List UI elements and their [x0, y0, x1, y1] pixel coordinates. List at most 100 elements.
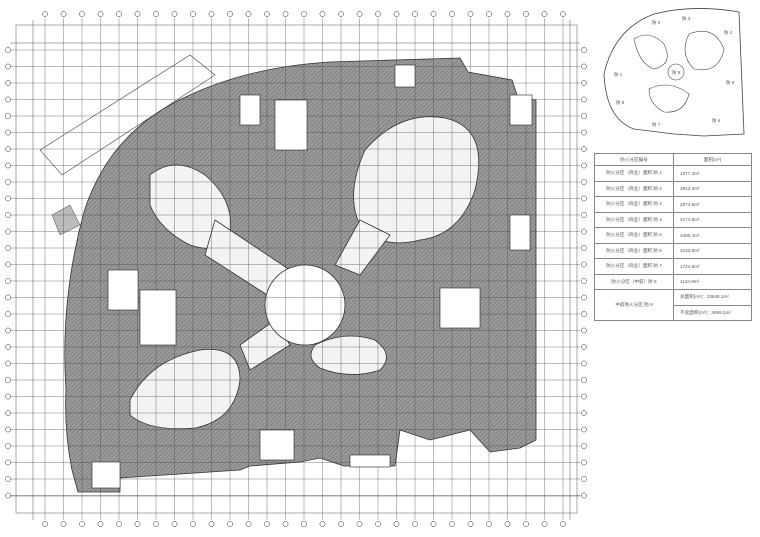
axis-bubble	[5, 492, 11, 499]
axis-bubble	[523, 11, 529, 17]
axis-bubble	[581, 261, 587, 268]
axis-bubble	[5, 294, 11, 301]
axis-bubble	[486, 521, 492, 527]
axis-bubble	[581, 245, 587, 251]
axis-bubble	[116, 521, 122, 527]
row-name: 防火分区（商业）面积 防 6	[593, 242, 675, 259]
row-name: 防火分区（商业）面积 防 5	[593, 227, 675, 244]
stair-cores	[91, 64, 533, 489]
axis-bubble	[467, 521, 474, 527]
table-row: 防火分区（商业）面积 防 7 1724.8m²	[593, 258, 752, 275]
row-area: 3174.8m²	[673, 211, 752, 228]
axis-bubble	[581, 162, 587, 169]
axis-bubble	[375, 11, 381, 17]
summary-other: 不含面积(m²)：3699.2m²	[673, 304, 752, 321]
axis-bubble	[449, 521, 455, 527]
axis-bubble	[5, 426, 11, 433]
summary-total: 总面积(m²)：23848.1m²	[673, 289, 752, 306]
axis-bubble	[171, 11, 178, 17]
axis-bubble	[79, 521, 85, 527]
axis-bubble	[581, 80, 587, 86]
axis-bubble	[467, 11, 474, 17]
axis-bubble	[375, 521, 381, 527]
axis-bubble	[581, 47, 587, 53]
axis-bubble	[5, 344, 11, 350]
axis-bubble	[560, 521, 566, 527]
axis-bubble	[581, 393, 587, 400]
key-map-label-5: 防 5	[726, 79, 735, 86]
axis-bubble	[5, 195, 11, 202]
axis-bubble	[264, 11, 270, 17]
table-header-area: 面积(m²)	[673, 153, 752, 166]
row-name: 防火分区（商业）面积 防 4	[593, 211, 675, 228]
structural-grid	[10, 18, 580, 520]
axis-bubble	[393, 11, 400, 17]
axis-bubble	[5, 278, 11, 284]
axis-bubble	[581, 278, 587, 284]
table-row: 防火分区（商业）面积 防 1 1377.4m²	[593, 165, 752, 182]
axis-bubble	[5, 443, 11, 449]
axis-bubble	[60, 11, 67, 17]
axis-bubble	[42, 11, 48, 17]
axis-bubble	[5, 311, 11, 317]
axis-bubble	[581, 410, 587, 416]
axis-bubble	[581, 228, 587, 235]
axis-bubble	[5, 129, 11, 136]
axis-bubble	[245, 11, 252, 17]
axis-bubble	[153, 521, 159, 527]
axis-bubble	[541, 11, 548, 17]
axis-bubble	[282, 11, 289, 17]
axis-bubble	[190, 11, 196, 17]
row-area: 3133.8m²	[673, 242, 752, 259]
row-area: 3813.3m²	[673, 180, 752, 197]
row-name: 防火分区（商业）面积 防 7	[593, 258, 675, 275]
row-area: 1724.8m²	[673, 258, 752, 275]
axis-bubble	[581, 426, 587, 433]
axis-bubble	[5, 360, 11, 367]
axis-bubble	[153, 11, 159, 17]
axis-bubble	[134, 11, 141, 17]
table-summary-row-2: 不含面积(m²)：3699.2m²	[595, 304, 752, 321]
axis-bubble	[581, 212, 587, 218]
row-name: 防火分区（商业）面积 防 3	[593, 196, 675, 213]
axis-bubble	[301, 11, 307, 17]
summary-name: 中庭防火分区 防 9	[593, 289, 675, 321]
axis-bubble	[581, 311, 587, 317]
table-row: 防火分区（商业）面积 防 2 3813.3m²	[593, 180, 752, 197]
row-area: 1377.4m²	[673, 165, 752, 182]
axis-bubble	[5, 410, 11, 416]
axis-bubble	[227, 11, 233, 17]
axis-bubble	[5, 245, 11, 251]
axis-bubble	[581, 179, 587, 185]
axis-bubble	[581, 96, 587, 103]
axis-bubble	[412, 11, 418, 17]
axis-bubble	[581, 344, 587, 350]
axis-bubble	[264, 521, 270, 527]
axis-bubble	[5, 476, 11, 482]
axis-bubble	[581, 443, 587, 449]
axis-bubble	[60, 521, 67, 527]
axis-bubble	[581, 492, 587, 499]
row-area: 1134.9m²	[673, 273, 752, 290]
axis-bubble	[5, 146, 11, 152]
key-map-label-3: 防 3	[682, 15, 691, 22]
row-area: 3490.4m²	[673, 227, 752, 244]
axis-bubble	[581, 459, 587, 466]
axis-bubble	[541, 521, 548, 527]
axis-bubble	[338, 11, 344, 17]
axis-bubble	[581, 327, 587, 334]
row-name: 防火分区（商业）面积 防 1	[593, 165, 675, 182]
row-name: 防火分区（商业）面积 防 2	[593, 180, 675, 197]
table-row: 防火分区（商业）面积 防 4 3174.8m²	[593, 211, 752, 228]
key-map-label-9: 防 9	[672, 69, 681, 76]
axis-bubble	[581, 129, 587, 136]
key-map-label-1: 防 1	[614, 71, 623, 78]
axis-bubble	[5, 459, 11, 466]
fire-zone-area-table: 防火分区编号 面积(m²) 防火分区（商业）面积 防 1 1377.4m² 防火…	[593, 153, 752, 321]
axis-bubble	[97, 521, 104, 527]
axis-bubble	[319, 11, 326, 17]
axis-bubble	[5, 327, 11, 334]
axis-bubble	[412, 521, 418, 527]
axis-bubble	[356, 521, 363, 527]
